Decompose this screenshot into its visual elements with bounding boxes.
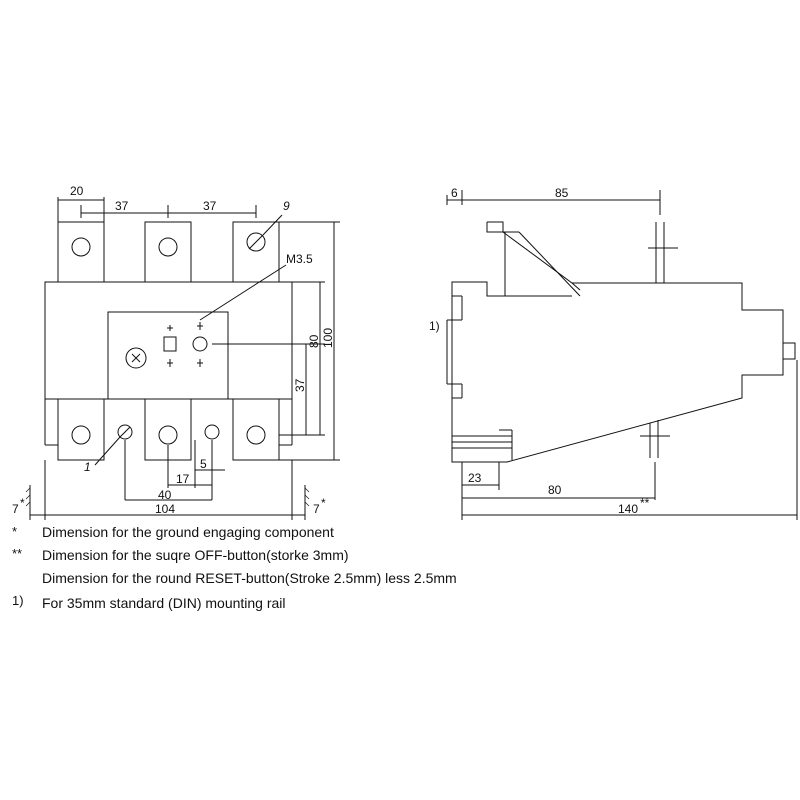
top-terminal-hole-2 bbox=[158, 237, 178, 257]
off-button bbox=[163, 336, 177, 352]
note-4: For 35mm standard (DIN) mounting rail bbox=[42, 595, 286, 611]
dim-37-b: 37 bbox=[203, 199, 217, 213]
dim-100: 100 bbox=[321, 328, 335, 348]
note-mark-2: ** bbox=[12, 546, 23, 561]
dim-9: 9 bbox=[283, 199, 290, 213]
dim-80-side: 80 bbox=[548, 483, 562, 497]
dim-6: 6 bbox=[451, 186, 458, 200]
top-terminal-hole-3 bbox=[246, 232, 266, 252]
relay-body-side bbox=[451, 221, 784, 463]
note-mark-4: 1) bbox=[12, 593, 24, 608]
note-mark-1: * bbox=[12, 524, 18, 539]
label-m35: M3.5 bbox=[286, 252, 313, 266]
top-terminal-2 bbox=[144, 221, 192, 283]
dim-40: 40 bbox=[158, 488, 172, 502]
top-terminal-3 bbox=[232, 221, 280, 283]
dial-icon bbox=[125, 347, 147, 369]
dim-37-vertical: 37 bbox=[293, 378, 307, 392]
dim-23: 23 bbox=[468, 471, 482, 485]
bottom-terminal-1 bbox=[57, 398, 105, 461]
dim-7-right: 7 bbox=[313, 502, 320, 516]
dim-140-star: ** bbox=[640, 496, 650, 510]
dim-85: 85 bbox=[555, 186, 569, 200]
note-2: Dimension for the suqre OFF-button(stork… bbox=[42, 547, 349, 563]
dim-140: 140 bbox=[618, 502, 638, 516]
dim-7-left: 7 bbox=[12, 502, 19, 516]
top-terminal-hole-1 bbox=[71, 237, 91, 257]
note-3: Dimension for the round RESET-button(Str… bbox=[42, 570, 457, 586]
top-terminal-1 bbox=[57, 221, 105, 283]
dim-20: 20 bbox=[70, 184, 84, 198]
reset-button bbox=[192, 336, 208, 352]
dim-7-left-star: * bbox=[20, 496, 25, 510]
dim-17: 17 bbox=[176, 472, 190, 486]
reset-button-side bbox=[782, 342, 796, 360]
dim-7-right-star: * bbox=[321, 496, 326, 510]
bottom-terminal-3 bbox=[232, 398, 280, 461]
dim-104: 104 bbox=[155, 502, 175, 516]
relay-body-front bbox=[44, 281, 293, 400]
dim-80-front: 80 bbox=[307, 334, 321, 348]
note-1: Dimension for the ground engaging compon… bbox=[42, 524, 334, 540]
screw-m35-left bbox=[117, 424, 133, 440]
dim-5: 5 bbox=[200, 457, 207, 471]
note-1-marker: 1) bbox=[429, 319, 440, 333]
dim-1: 1 bbox=[84, 460, 91, 474]
dim-37-a: 37 bbox=[115, 199, 129, 213]
screw-m35-right bbox=[204, 424, 220, 440]
